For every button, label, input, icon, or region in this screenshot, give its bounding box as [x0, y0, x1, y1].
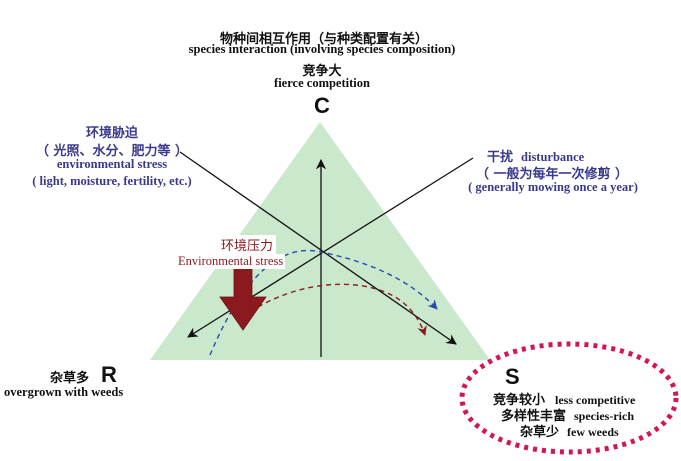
vertex-r: R	[101, 362, 117, 387]
env-pressure-zh: 环境压力	[218, 235, 277, 254]
s-row-3: 杂草少 few weeds	[520, 421, 619, 441]
stress-title-en: environmental stress	[56, 157, 168, 171]
stress-axis	[179, 151, 457, 345]
s-row-zh: 杂草少	[520, 425, 560, 440]
stress-title-zh: 环境胁迫	[85, 126, 139, 141]
s-highlight-ellipse	[459, 341, 679, 455]
s-row-en: less competitive	[555, 393, 636, 407]
s-row-2: 多样性丰富 species-rich	[501, 405, 634, 425]
green-triangle	[150, 122, 490, 360]
s-row-zh: 竞争较小	[493, 393, 546, 408]
r-en: overgrown with weeds	[4, 385, 124, 399]
competition-en: fierce competition	[274, 76, 370, 90]
env-pressure-en: Environmental stress	[176, 254, 286, 269]
s-row-en: few weeds	[567, 425, 619, 439]
disturbance-detail-en: ( generally mowing once a year)	[468, 180, 638, 194]
blue-dashed-trajectory	[209, 249, 438, 356]
stress-factors-en: ( light, moisture, fertility, etc.)	[32, 174, 192, 188]
disturbance-detail-zh: （ 一般为每年一次修剪 ）	[475, 167, 629, 182]
s-row-en: species-rich	[574, 409, 634, 423]
vertex-s: S	[505, 364, 520, 389]
r-zh: 杂草多	[50, 371, 90, 386]
disturbance-title: 干扰 disturbance	[487, 146, 584, 166]
competition-zh: 竞争大	[302, 64, 342, 79]
s-row-1: 竞争较小 less competitive	[493, 389, 635, 409]
vertex-c: C	[314, 93, 330, 118]
stress-factors-zh: （ 光照、水分、肥力等 ）	[35, 144, 189, 159]
title-zh: 物种间相互作用（与种类配置有关）	[219, 32, 429, 47]
disturbance-zh: 干扰	[487, 150, 514, 165]
r-label: 杂草多 R	[50, 362, 117, 388]
s-row-zh: 多样性丰富	[501, 409, 567, 424]
environmental-stress-arrow	[219, 267, 267, 331]
disturbance-en: disturbance	[521, 150, 585, 164]
title-en: species interaction (involving species c…	[188, 42, 456, 56]
